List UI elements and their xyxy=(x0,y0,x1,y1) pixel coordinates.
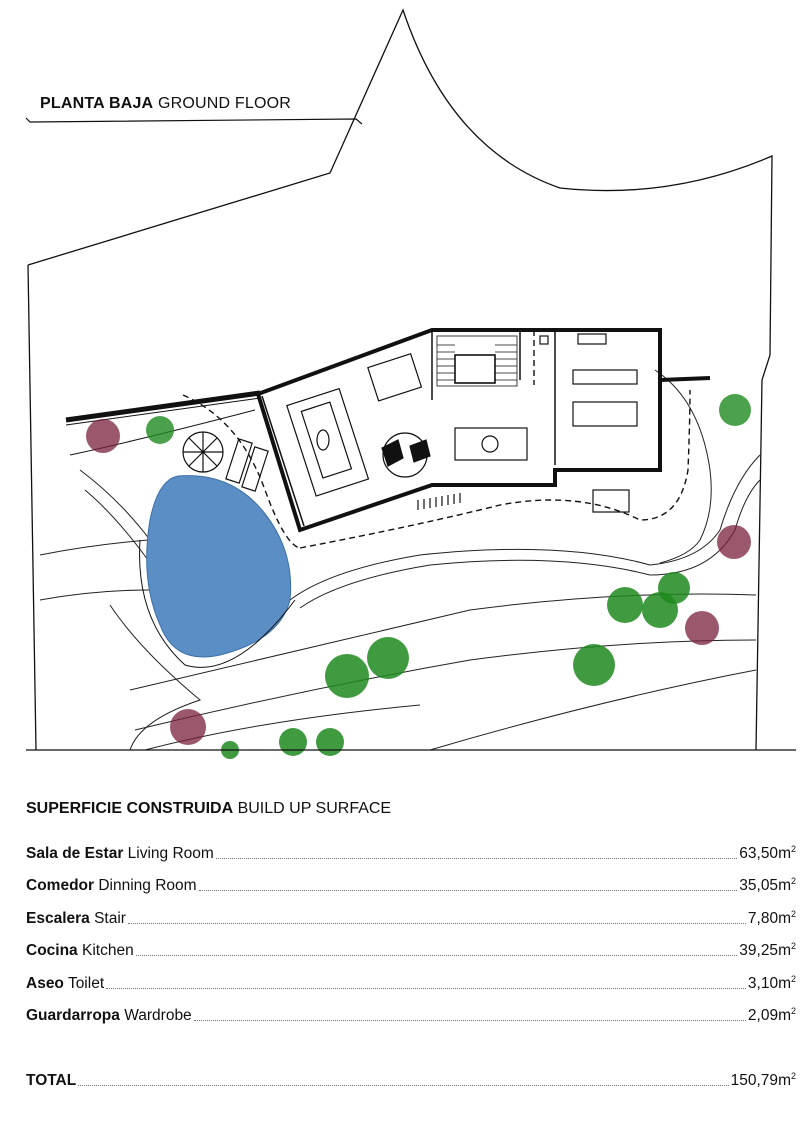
plant xyxy=(685,611,719,645)
surface-value: 63,50m2 xyxy=(739,843,796,862)
pool xyxy=(146,475,292,658)
plant xyxy=(146,416,174,444)
plan-title: PLANTA BAJA GROUND FLOOR xyxy=(40,95,291,113)
leader-dots xyxy=(198,890,738,891)
steps xyxy=(417,493,461,510)
plant xyxy=(316,728,344,756)
surface-value: 3,10m2 xyxy=(747,973,796,992)
plant xyxy=(279,728,307,756)
plant xyxy=(719,394,751,426)
surface-value: 39,25m2 xyxy=(739,941,796,959)
surface-row: Sala de Estar Living Room 63,50m2 xyxy=(26,843,796,862)
plant xyxy=(717,525,751,559)
pool-edge xyxy=(139,539,296,668)
leader-dots xyxy=(215,857,738,859)
surface-row: Aseo Toilet 3,10m2 xyxy=(26,973,796,992)
plant xyxy=(86,419,120,453)
circulation-path xyxy=(182,330,691,549)
ground-floor-plan xyxy=(25,8,796,759)
surface-total-row: TOTAL 150,79m2 xyxy=(26,1070,796,1089)
surface-row: Guardarropa Wardrobe 2,09m2 xyxy=(26,1006,796,1024)
plot-boundary xyxy=(27,8,773,751)
house-walls xyxy=(255,328,711,533)
surface-value: 2,09m2 xyxy=(747,1006,796,1024)
title-underline xyxy=(25,117,363,125)
surface-total-value: 150,79m2 xyxy=(730,1070,796,1089)
plant xyxy=(607,587,643,623)
leader-dots xyxy=(106,987,746,989)
leader-dots xyxy=(135,955,738,956)
surface-table: SUPERFICIE CONSTRUIDA BUILD UP SURFACE S… xyxy=(26,800,796,1090)
plant xyxy=(325,654,369,698)
surface-row: Comedor Dinning Room 35,05m2 xyxy=(26,876,796,894)
leader-dots xyxy=(78,1084,729,1086)
surface-value: 35,05m2 xyxy=(739,876,796,894)
interior-walls xyxy=(261,330,556,527)
plant xyxy=(658,572,690,604)
plan-title-es: PLANTA BAJA xyxy=(40,95,154,112)
plant xyxy=(573,644,615,686)
leader-dots xyxy=(127,922,746,924)
leader-dots xyxy=(193,1020,746,1021)
surface-heading: SUPERFICIE CONSTRUIDA BUILD UP SURFACE xyxy=(26,800,392,817)
living-room-furniture xyxy=(286,352,431,497)
surface-row: Escalera Stair 7,80m2 xyxy=(26,908,796,927)
plant xyxy=(170,709,206,745)
dining-kitchen-furniture xyxy=(454,333,638,513)
stair xyxy=(436,335,518,387)
plants xyxy=(86,394,751,759)
plan-title-en: GROUND FLOOR xyxy=(157,95,292,112)
surface-value: 7,80m2 xyxy=(747,908,796,927)
plant xyxy=(367,637,409,679)
pool-deck-furniture xyxy=(182,431,269,492)
surface-row: Cocina Kitchen 39,25m2 xyxy=(26,941,796,959)
